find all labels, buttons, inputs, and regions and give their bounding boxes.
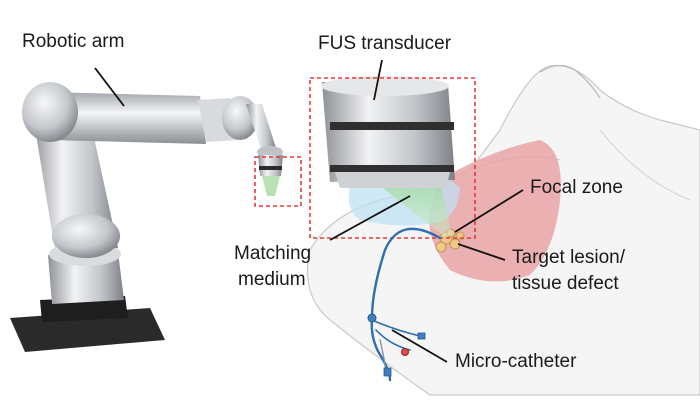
label-focal-zone: Focal zone	[530, 177, 623, 198]
label-target-lesion-line2: tissue defect	[512, 273, 619, 294]
leader-fus-transducer	[373, 59, 383, 101]
leader-robotic-arm	[94, 67, 125, 107]
label-target-lesion-line1: Target lesion/	[512, 247, 626, 268]
leader-target-lesion	[457, 243, 506, 261]
micro-catheter-illustration	[367, 227, 442, 382]
leader-matching-medium	[329, 195, 411, 241]
label-matching-medium-line2: medium	[238, 269, 306, 290]
leader-lines	[94, 59, 524, 363]
leader-focal-zone	[454, 189, 524, 233]
end-effector-callout-box	[254, 156, 302, 207]
robotic-arm-illustration	[10, 82, 283, 352]
label-fus-transducer: FUS transducer	[318, 33, 452, 54]
label-matching-medium-line1: Matching	[234, 243, 312, 264]
label-robotic-arm: Robotic arm	[22, 31, 125, 52]
fus-transducer-illustration	[321, 76, 460, 236]
leader-micro-catheter	[391, 329, 448, 363]
focused-beam	[375, 182, 452, 236]
label-micro-catheter: Micro-catheter	[455, 351, 577, 372]
